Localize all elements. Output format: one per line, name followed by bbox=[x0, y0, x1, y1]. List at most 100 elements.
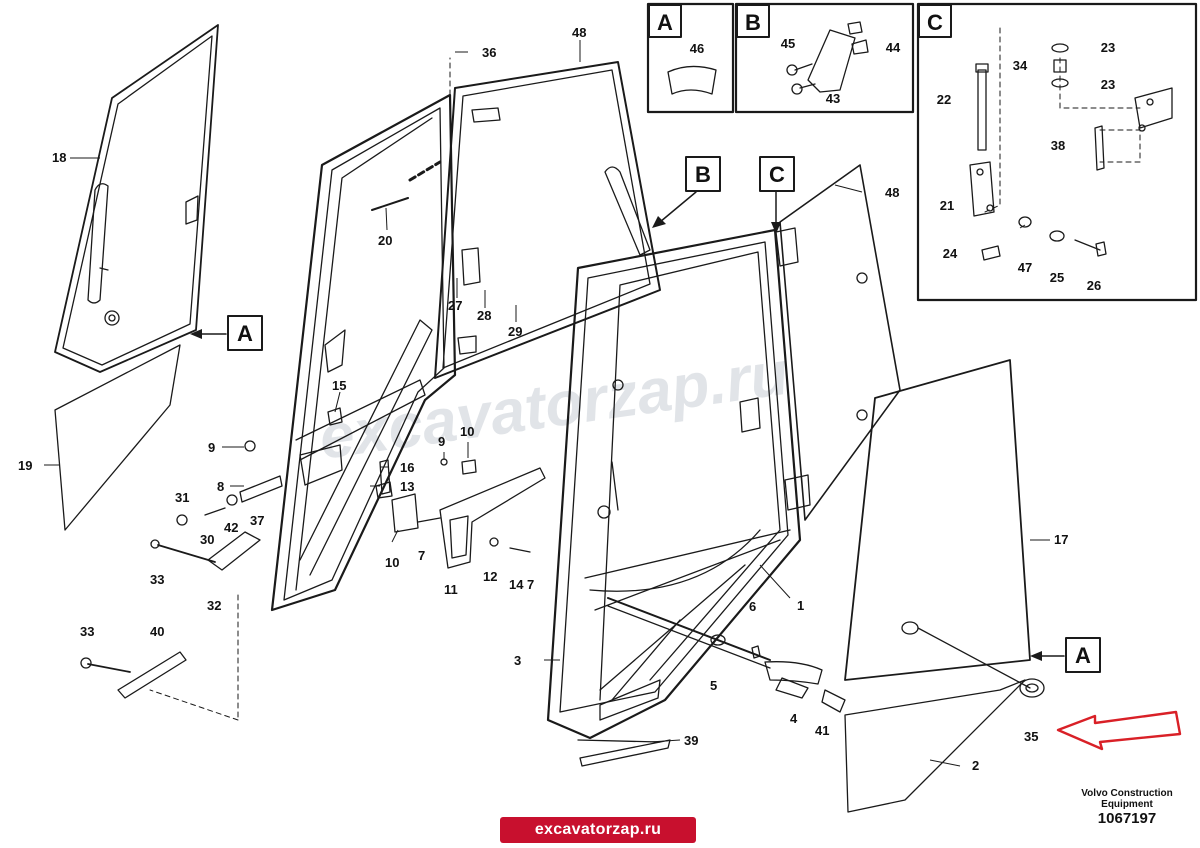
part-label: 1 bbox=[797, 598, 804, 613]
inset-c-letterbox bbox=[918, 4, 952, 38]
part-label: 35 bbox=[1024, 729, 1038, 744]
glass-48-right bbox=[775, 164, 901, 521]
part-label: 10 bbox=[460, 424, 474, 439]
hardware-left bbox=[80, 407, 477, 699]
inset-c-label: 26 bbox=[1087, 278, 1101, 293]
part-label: 37 bbox=[250, 513, 264, 528]
part-label: 32 bbox=[207, 598, 221, 613]
inset-a-letterbox bbox=[648, 4, 682, 38]
part-label: 7 bbox=[418, 548, 425, 563]
drawing-lines bbox=[54, 2, 1198, 813]
callout-arrowheads bbox=[190, 216, 1042, 661]
inset-b-letter: B bbox=[745, 10, 761, 35]
part-label: 7 bbox=[527, 577, 534, 592]
footer-brand-line2: Equipment bbox=[1101, 799, 1153, 810]
part-label: 9 bbox=[438, 434, 445, 449]
bracket-11 bbox=[439, 467, 546, 569]
callout-letter: C bbox=[769, 162, 785, 187]
callout-letter: B bbox=[695, 162, 711, 187]
handle-assembly bbox=[607, 597, 846, 713]
part-label: 5 bbox=[710, 678, 717, 693]
callout-b-box bbox=[685, 156, 721, 192]
inset-c-label: 21 bbox=[940, 198, 954, 213]
part-label: 48 bbox=[572, 25, 586, 40]
glass-48 bbox=[434, 61, 661, 379]
part-label: 28 bbox=[477, 308, 491, 323]
inset-b-box bbox=[734, 2, 915, 114]
inset-c-label: 34 bbox=[1013, 58, 1028, 73]
knob-35 bbox=[1019, 678, 1045, 698]
part-label: 10 bbox=[385, 555, 399, 570]
inset-b-label: 43 bbox=[826, 91, 840, 106]
callout-letter: A bbox=[1075, 643, 1091, 668]
callout-c-box bbox=[759, 156, 795, 192]
dashed-leaders bbox=[149, 27, 1141, 721]
glass-17 bbox=[844, 359, 1031, 689]
part-label: 16 bbox=[400, 460, 414, 475]
part-label: 17 bbox=[1054, 532, 1068, 547]
part-label: 27 bbox=[448, 298, 462, 313]
part-label: 18 bbox=[52, 150, 66, 165]
part-label: 31 bbox=[175, 490, 189, 505]
part-label: 8 bbox=[217, 479, 224, 494]
part-label: 3 bbox=[514, 653, 521, 668]
inset-c-box bbox=[916, 2, 1198, 302]
callout-a-left-box bbox=[227, 315, 263, 351]
part-label: 33 bbox=[150, 572, 164, 587]
part-label: 15 bbox=[332, 378, 346, 393]
inset-c-label: 25 bbox=[1050, 270, 1064, 285]
left-door-frame bbox=[270, 93, 457, 612]
site-badge[interactable]: excavatorzap.ru bbox=[500, 817, 696, 843]
part-label: 6 bbox=[749, 599, 756, 614]
inset-c-label: 24 bbox=[943, 246, 958, 261]
part-label: 9 bbox=[208, 440, 215, 455]
inset-b-label: 45 bbox=[781, 36, 795, 51]
inset-letters: A B C bbox=[657, 10, 943, 35]
watermark-text: excavatorzap.ru bbox=[315, 339, 792, 473]
part-label: 20 bbox=[378, 233, 392, 248]
inset-c-label: 47 bbox=[1018, 260, 1032, 275]
label-leaders bbox=[44, 40, 1050, 767]
callout-letters: A B C A bbox=[237, 162, 1091, 668]
inset-c-label: 22 bbox=[937, 92, 951, 107]
inset-c-parts bbox=[969, 43, 1173, 261]
part-labels: 36 48 18 20 48 27 28 29 15 9 9 10 16 13 … bbox=[18, 25, 1068, 773]
part-label: 42 bbox=[224, 520, 238, 535]
inset-a-box bbox=[646, 2, 735, 114]
inset-a-labels: 46 bbox=[690, 41, 704, 56]
inset-b-label: 44 bbox=[886, 40, 901, 55]
footer: Volvo Construction Equipment 1067197 bbox=[1081, 788, 1172, 827]
part-label: 13 bbox=[400, 479, 414, 494]
highlight-arrow bbox=[1056, 710, 1182, 751]
part-label: 33 bbox=[80, 624, 94, 639]
part-label: 2 bbox=[972, 758, 979, 773]
part-label: 4 bbox=[790, 711, 798, 726]
part-label: 12 bbox=[483, 569, 497, 584]
callout-a-right-box bbox=[1065, 637, 1101, 673]
inset-a-label: 46 bbox=[690, 41, 704, 56]
part-label: 29 bbox=[508, 324, 522, 339]
inset-b-parts bbox=[786, 21, 869, 95]
panel-2 bbox=[844, 679, 1026, 813]
inset-c-letter: C bbox=[927, 10, 943, 35]
part-46-shape bbox=[667, 65, 717, 95]
inset-c-label: 23 bbox=[1101, 40, 1115, 55]
part-label: 14 bbox=[509, 577, 524, 592]
inset-c-labels: 23 34 23 22 38 21 24 47 25 26 bbox=[937, 40, 1115, 293]
right-door-frame bbox=[546, 228, 802, 767]
window-pane-18 bbox=[54, 24, 219, 373]
part-label: 39 bbox=[684, 733, 698, 748]
inset-c-label: 23 bbox=[1101, 77, 1115, 92]
part-label: 11 bbox=[444, 582, 458, 597]
part-label: 41 bbox=[815, 723, 829, 738]
footer-document-number: 1067197 bbox=[1098, 810, 1156, 827]
inset-b-letterbox bbox=[736, 4, 770, 38]
inset-b-labels: 45 44 43 bbox=[781, 36, 901, 106]
part-label: 48 bbox=[885, 185, 899, 200]
part-label: 19 bbox=[18, 458, 32, 473]
part-label: 30 bbox=[200, 532, 214, 547]
inset-c-label: 38 bbox=[1051, 138, 1065, 153]
part-label: 36 bbox=[482, 45, 496, 60]
